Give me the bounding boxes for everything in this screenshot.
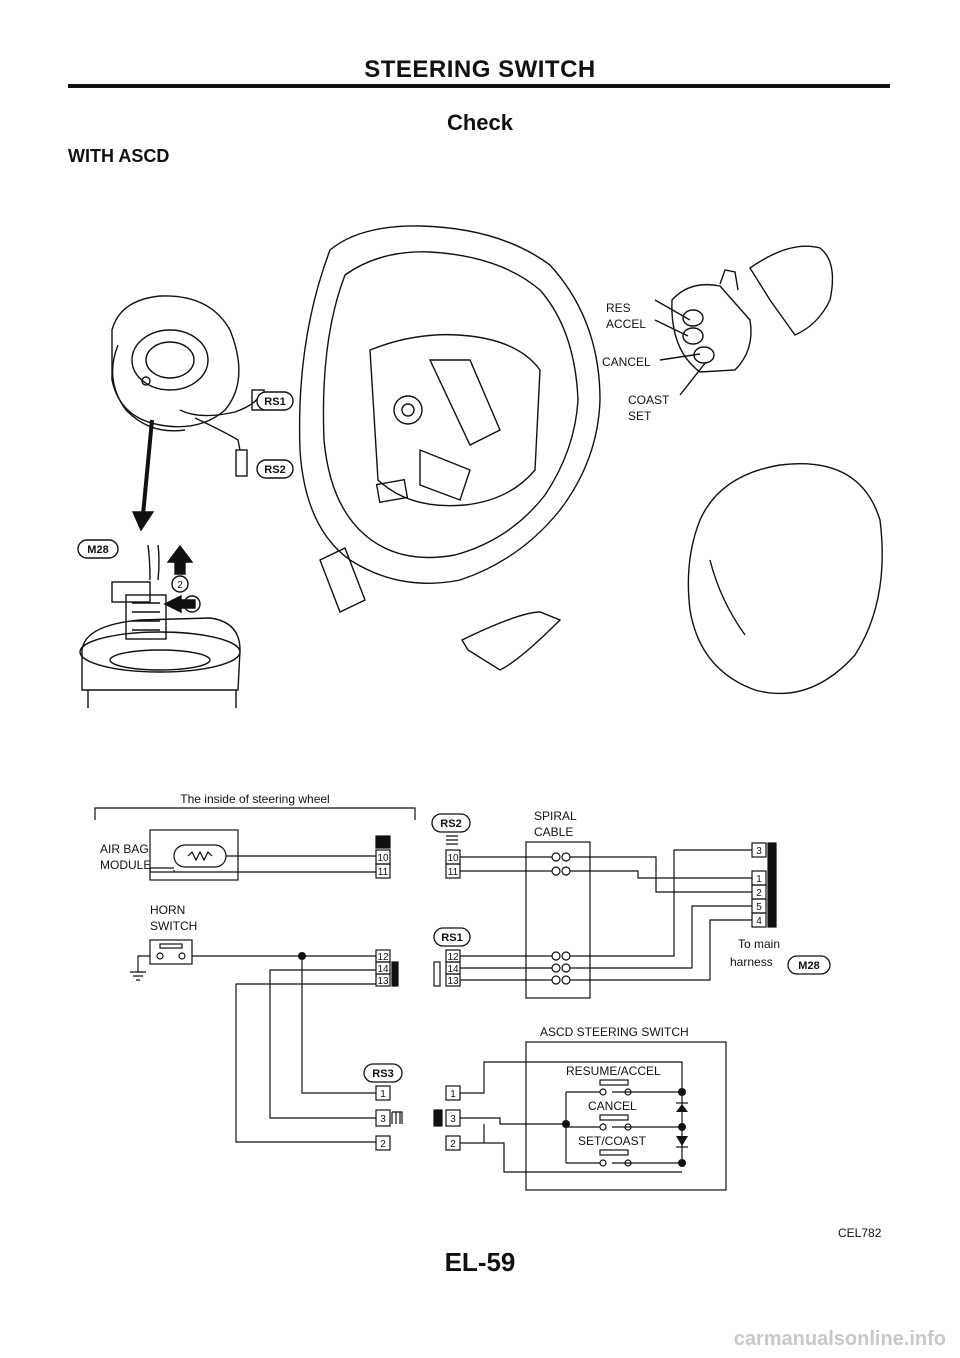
set-label: SET bbox=[628, 409, 652, 423]
footer-watermark: carmanualsonline.info bbox=[733, 1328, 946, 1350]
header-rule bbox=[68, 84, 890, 88]
svg-text:1: 1 bbox=[756, 874, 762, 885]
pin-numbers: 10 11 10 11 12 14 13 12 14 13 3 1 2 5 4 … bbox=[377, 846, 762, 1150]
spiral-label-line1: SPIRAL bbox=[534, 809, 577, 823]
svg-text:12: 12 bbox=[377, 952, 389, 963]
svg-text:11: 11 bbox=[448, 867, 459, 878]
svg-text:14: 14 bbox=[377, 964, 389, 975]
step-two-label: 2 bbox=[177, 580, 183, 591]
column-assembly-drawing bbox=[79, 544, 241, 708]
svg-text:2: 2 bbox=[450, 1139, 456, 1150]
resume-accel-label: RESUME/ACCEL bbox=[566, 1064, 661, 1078]
left-arrow-icon bbox=[163, 594, 196, 614]
svg-text:RS3: RS3 bbox=[372, 1068, 393, 1080]
diode-up-icon bbox=[676, 1104, 688, 1112]
res-label: RES bbox=[606, 301, 631, 315]
inside-steering-label: The inside of steering wheel bbox=[180, 792, 329, 806]
set-coast-label: SET/COAST bbox=[578, 1134, 647, 1148]
accel-label: ACCEL bbox=[606, 317, 646, 331]
svg-text:13: 13 bbox=[377, 976, 389, 987]
m28-connector-tag: M28 bbox=[77, 539, 119, 559]
rs1-connector-tag: RS1 bbox=[256, 391, 294, 411]
svg-text:1: 1 bbox=[380, 1089, 386, 1100]
svg-text:M28: M28 bbox=[87, 544, 108, 556]
svg-text:10: 10 bbox=[447, 853, 459, 864]
cancel-switch-label: CANCEL bbox=[588, 1099, 637, 1113]
svg-text:2: 2 bbox=[756, 888, 762, 899]
diode-down-icon bbox=[676, 1136, 688, 1146]
down-arrow-icon bbox=[131, 511, 155, 532]
svg-text:2: 2 bbox=[380, 1139, 386, 1150]
svg-text:1: 1 bbox=[450, 1089, 456, 1100]
svg-text:RS1: RS1 bbox=[441, 932, 462, 944]
to-main-line1: To main bbox=[738, 937, 780, 951]
rs2-connector-tag: RS2 bbox=[256, 459, 294, 479]
page-header-title: STEERING SWITCH bbox=[364, 56, 596, 83]
page-number: EL-59 bbox=[444, 1247, 516, 1277]
column-cover-drawing bbox=[461, 611, 562, 671]
svg-text:RS1: RS1 bbox=[264, 396, 285, 408]
svg-text:RS2: RS2 bbox=[440, 818, 461, 830]
schematic bbox=[94, 807, 777, 1191]
svg-text:10: 10 bbox=[377, 853, 389, 864]
spiral-cable-drawing bbox=[111, 295, 265, 477]
coast-label: COAST bbox=[628, 393, 670, 407]
svg-text:3: 3 bbox=[450, 1114, 456, 1125]
schematic-rs1-tag: RS1 bbox=[433, 927, 471, 947]
subsection-title: WITH ASCD bbox=[68, 146, 170, 166]
airbag-module-drawing bbox=[687, 463, 883, 695]
svg-text:3: 3 bbox=[756, 846, 762, 857]
step-one-label: 1 bbox=[189, 600, 195, 611]
schematic-rs3-tag: RS3 bbox=[363, 1063, 403, 1083]
svg-text:12: 12 bbox=[447, 952, 459, 963]
svg-text:13: 13 bbox=[447, 976, 459, 987]
airbag-label-line1: AIR BAG bbox=[100, 842, 149, 856]
svg-text:RS2: RS2 bbox=[264, 464, 285, 476]
up-arrow-icon bbox=[166, 544, 194, 575]
section-title: Check bbox=[446, 110, 514, 135]
svg-text:3: 3 bbox=[380, 1114, 386, 1125]
airbag-label-line2: MODULE bbox=[100, 858, 151, 872]
schematic-rs2-tag: RS2 bbox=[431, 813, 471, 833]
svg-text:5: 5 bbox=[756, 902, 762, 913]
cancel-label: CANCEL bbox=[602, 355, 651, 369]
spiral-terminals bbox=[551, 852, 571, 985]
junction-dots bbox=[298, 952, 686, 1167]
svg-text:4: 4 bbox=[756, 916, 762, 927]
lower-cover-drawing bbox=[319, 547, 366, 613]
svg-text:M28: M28 bbox=[798, 960, 819, 972]
switch-cover-drawing bbox=[749, 245, 834, 336]
schematic-m28-tag: M28 bbox=[787, 955, 831, 975]
illustration bbox=[79, 225, 883, 708]
ascd-switch-title: ASCD STEERING SWITCH bbox=[540, 1025, 689, 1039]
horn-label-line1: HORN bbox=[150, 903, 185, 917]
svg-text:11: 11 bbox=[378, 867, 389, 878]
spiral-label-line2: CABLE bbox=[534, 825, 573, 839]
steering-wheel-drawing bbox=[298, 225, 601, 584]
figure-id: CEL782 bbox=[838, 1226, 882, 1240]
to-main-line2: harness bbox=[730, 955, 773, 969]
horn-label-line2: SWITCH bbox=[150, 919, 197, 933]
svg-text:14: 14 bbox=[447, 964, 459, 975]
